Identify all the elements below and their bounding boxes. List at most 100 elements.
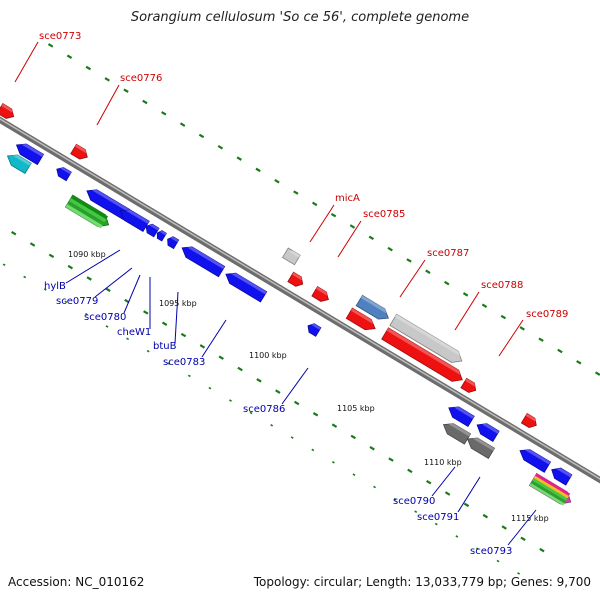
gene-sce0793[interactable] [528, 472, 572, 506]
gene-sce0779[interactable] [119, 209, 150, 233]
gene-sce0787-fwd[interactable] [345, 307, 376, 331]
gene-sce0776[interactable] [70, 143, 88, 160]
gene-sce0773-highlight [1, 103, 13, 113]
gene-label-btuB[interactable]: btuB [153, 341, 177, 352]
gene-label-sce0793[interactable]: sce0793 [470, 546, 512, 557]
leader-line [65, 249, 121, 284]
gene-cheW1[interactable] [156, 230, 167, 242]
gene-sce0793b[interactable] [551, 467, 573, 486]
leader-line [399, 259, 426, 298]
scale-tick [538, 337, 544, 342]
gene-cheW1-highlight [159, 230, 167, 236]
scale-tick [67, 264, 74, 270]
gene-label-sce0779[interactable]: sce0779 [56, 296, 98, 307]
scale-ticks [2, 43, 600, 575]
leader-line [431, 466, 456, 497]
scale-tick [387, 246, 393, 252]
gene-sce0793a[interactable] [519, 449, 552, 473]
scale-tick [368, 235, 375, 241]
gene-sce0785[interactable] [311, 286, 329, 302]
gene-label-sce0776[interactable]: sce0776 [120, 73, 162, 84]
gene-label-micA[interactable]: micA [335, 193, 360, 204]
scale-tick [312, 412, 319, 417]
gene-label-sce0780[interactable]: sce0780 [84, 312, 126, 323]
gene-sce0783a-highlight [187, 246, 225, 269]
scale-label: 1105 kbp [337, 404, 375, 413]
scale-tick [218, 355, 224, 360]
scale-tick [501, 525, 507, 530]
scale-tick [217, 145, 224, 150]
scale-tick [180, 332, 187, 338]
leader-line [94, 267, 133, 298]
scale-tick [406, 258, 412, 263]
gene-label-sce0791[interactable]: sce0791 [417, 512, 459, 523]
gene-sce0793-stripe [533, 475, 569, 499]
gene-micA-rna[interactable] [281, 247, 301, 266]
scale-label: 1090 kbp [68, 250, 106, 259]
gene-label-sce0785[interactable]: sce0785 [363, 209, 405, 220]
gene-sce0793-stripe [532, 478, 568, 501]
gene-sce0789-fwd[interactable] [460, 377, 477, 393]
scale-tick [520, 536, 526, 542]
gene-sce0783a[interactable] [181, 246, 226, 278]
gene-sce0776-rev-highlight [60, 167, 72, 175]
scale-tick [123, 88, 129, 93]
gene-label-cheW1[interactable]: cheW1 [117, 327, 151, 338]
gene-green-operon[interactable] [64, 194, 110, 229]
gene-sce0779-highlight [125, 209, 150, 224]
gene-label-sce0789[interactable]: sce0789 [526, 309, 568, 320]
gene-label-sce0788[interactable]: sce0788 [481, 280, 523, 291]
gene-sce0786[interactable] [307, 323, 322, 337]
gene-sce0787-highlight [360, 295, 387, 314]
gene-sce0773[interactable] [0, 103, 15, 119]
scale-tick [105, 325, 109, 328]
gene-label-sce0787[interactable]: sce0787 [427, 248, 469, 259]
gene-sce0791[interactable] [466, 437, 496, 460]
scale-tick [199, 344, 206, 349]
scale-tick [47, 43, 54, 48]
gene-sce0793a-highlight [525, 449, 551, 465]
scale-tick [517, 572, 521, 575]
leader-line [281, 367, 309, 405]
gene-label-sce0783[interactable]: sce0783 [163, 357, 205, 368]
leader-line [123, 274, 141, 314]
gene-sce0780[interactable] [145, 223, 160, 238]
gene-sce0788-fwd[interactable] [381, 327, 463, 382]
scale-tick [104, 77, 110, 82]
gene-sce0783[interactable] [225, 272, 268, 303]
scale-tick [444, 491, 451, 496]
scale-tick [85, 65, 92, 71]
scale-tick [426, 479, 432, 485]
scale-tick [23, 275, 27, 279]
gene-sce0793-stripe [535, 473, 571, 497]
gene-sce0775[interactable] [15, 143, 45, 166]
gene-sce0788[interactable] [389, 313, 463, 363]
gene-sce0790b[interactable] [476, 423, 500, 442]
gene-cyan-rev[interactable] [6, 154, 32, 175]
gene-micA-highlight [292, 272, 302, 281]
scale-tick [255, 167, 261, 173]
gene-hylB-highlight [91, 189, 130, 212]
gene-label-sce0790[interactable]: sce0790 [393, 496, 435, 507]
gene-cyan-rev-highlight [12, 155, 32, 166]
gene-sce0776-rev[interactable] [56, 167, 72, 182]
gene-label-hylB[interactable]: hylB [44, 281, 66, 292]
scale-tick [444, 280, 450, 286]
gene-sce0790-grey[interactable] [442, 423, 472, 445]
scale-tick [476, 547, 479, 551]
gene-sce0787[interactable] [355, 294, 389, 320]
gene-btuB[interactable] [167, 236, 180, 250]
gene-sce0790[interactable] [448, 406, 475, 428]
scale-tick [352, 473, 356, 476]
gene-far-fwd[interactable] [520, 412, 537, 429]
gene-micA[interactable] [287, 271, 304, 287]
leader-line [457, 476, 481, 513]
gene-sce0790b-highlight [482, 423, 500, 434]
gene-label-sce0773[interactable]: sce0773 [39, 31, 81, 42]
gene-label-sce0786[interactable]: sce0786 [243, 404, 285, 415]
scale-tick [48, 253, 55, 259]
gene-sce0785-highlight [316, 286, 328, 296]
gene-sce0787-body [355, 294, 389, 320]
scale-tick [236, 156, 242, 161]
scale-tick [311, 201, 318, 207]
